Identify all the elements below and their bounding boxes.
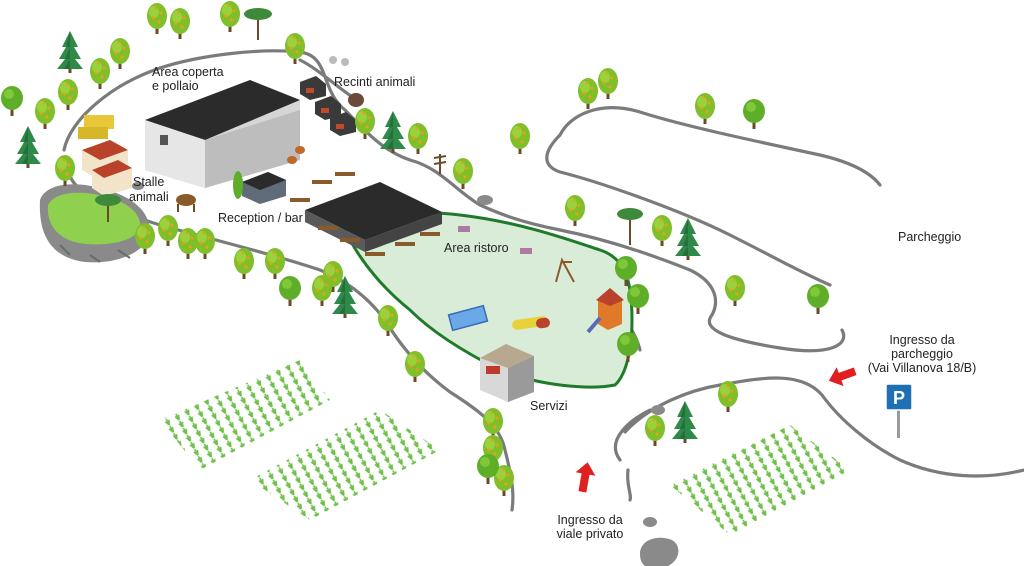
red-arrow-icon xyxy=(575,367,857,493)
covered-area-barn xyxy=(145,80,300,188)
restaurant-pavilion xyxy=(290,172,532,256)
umbrella-trees xyxy=(95,8,643,245)
label-servizi: Servizi xyxy=(530,399,568,413)
label-ingresso-parcheggio-2: parcheggio xyxy=(891,347,953,361)
label-parcheggio: Parcheggio xyxy=(898,230,961,244)
services-building xyxy=(480,344,534,402)
paths xyxy=(62,49,1024,512)
animals xyxy=(132,146,305,212)
label-area-coperta-1: Area coperta xyxy=(152,65,224,79)
signpost xyxy=(433,154,447,174)
label-recinti-animali: Recinti animali xyxy=(334,75,415,89)
label-area-ristoro: Area ristoro xyxy=(444,241,509,255)
label-ingresso-parcheggio-3: (Vai Villanova 18/B) xyxy=(868,361,977,375)
parking-sign: P xyxy=(885,383,913,438)
parking-sign-letter: P xyxy=(893,388,905,408)
map-labels: Area coperta e pollaio Recinti animali S… xyxy=(129,65,976,541)
stable-buildings xyxy=(78,115,132,196)
rocks xyxy=(477,195,679,566)
label-stalle-1: Stalle xyxy=(133,175,164,189)
label-ingresso-parcheggio-1: Ingresso da xyxy=(889,333,954,347)
crop-fields xyxy=(160,360,850,535)
label-ingresso-viale-1: Ingresso da xyxy=(557,513,622,527)
playground xyxy=(447,257,624,334)
animal-pens xyxy=(300,56,364,136)
rocky-hill xyxy=(39,184,150,263)
label-stalle-2: animali xyxy=(129,190,169,204)
label-area-coperta-2: e pollaio xyxy=(152,79,199,93)
reception-hut xyxy=(233,171,286,204)
label-ingresso-viale-2: viale privato xyxy=(557,527,624,541)
label-reception-bar: Reception / bar xyxy=(218,211,303,225)
